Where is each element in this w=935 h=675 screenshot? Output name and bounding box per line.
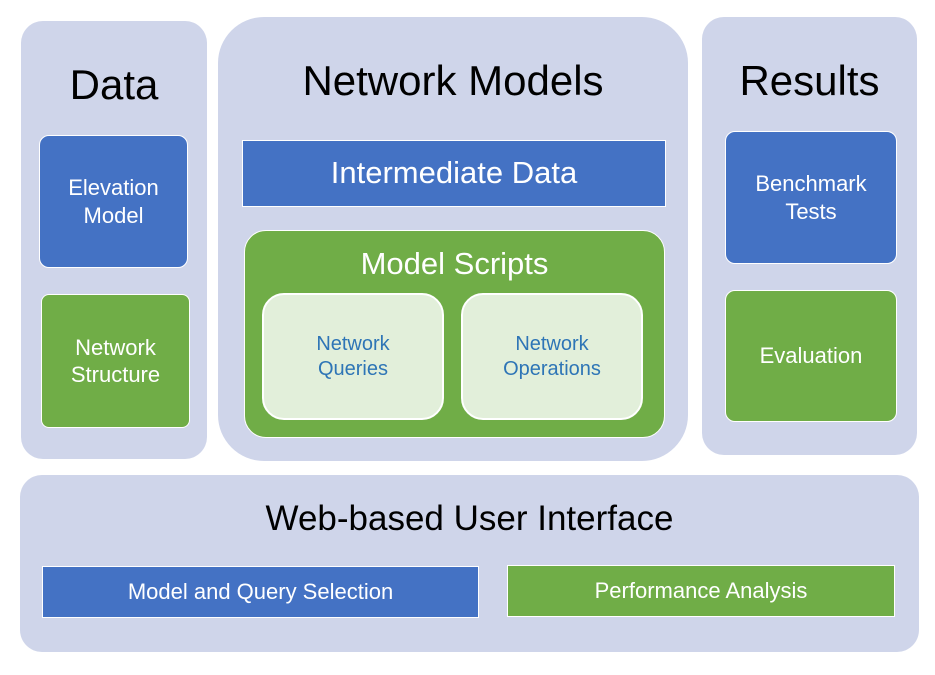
performance-analysis-box: Performance Analysis xyxy=(507,565,895,617)
network-structure-box: Network Structure xyxy=(41,294,190,428)
results-panel-title: Results xyxy=(739,57,880,104)
web-ui-panel-title: Web-based User Interface xyxy=(265,499,674,538)
web-ui-panel: Web-based User Interface xyxy=(20,475,919,652)
model-scripts-title: Model Scripts xyxy=(360,246,549,281)
elevation-model-box: Elevation Model xyxy=(39,135,188,268)
data-panel-title: Data xyxy=(69,61,159,108)
network-models-panel-title: Network Models xyxy=(302,57,604,104)
model-query-selection-box: Model and Query Selection xyxy=(42,566,479,618)
network-operations-box: Network Operations xyxy=(461,293,643,420)
benchmark-tests-box: Benchmark Tests xyxy=(725,131,897,264)
network-queries-box: Network Queries xyxy=(262,293,444,420)
evaluation-box: Evaluation xyxy=(725,290,897,422)
intermediate-data-box: Intermediate Data xyxy=(242,140,666,207)
